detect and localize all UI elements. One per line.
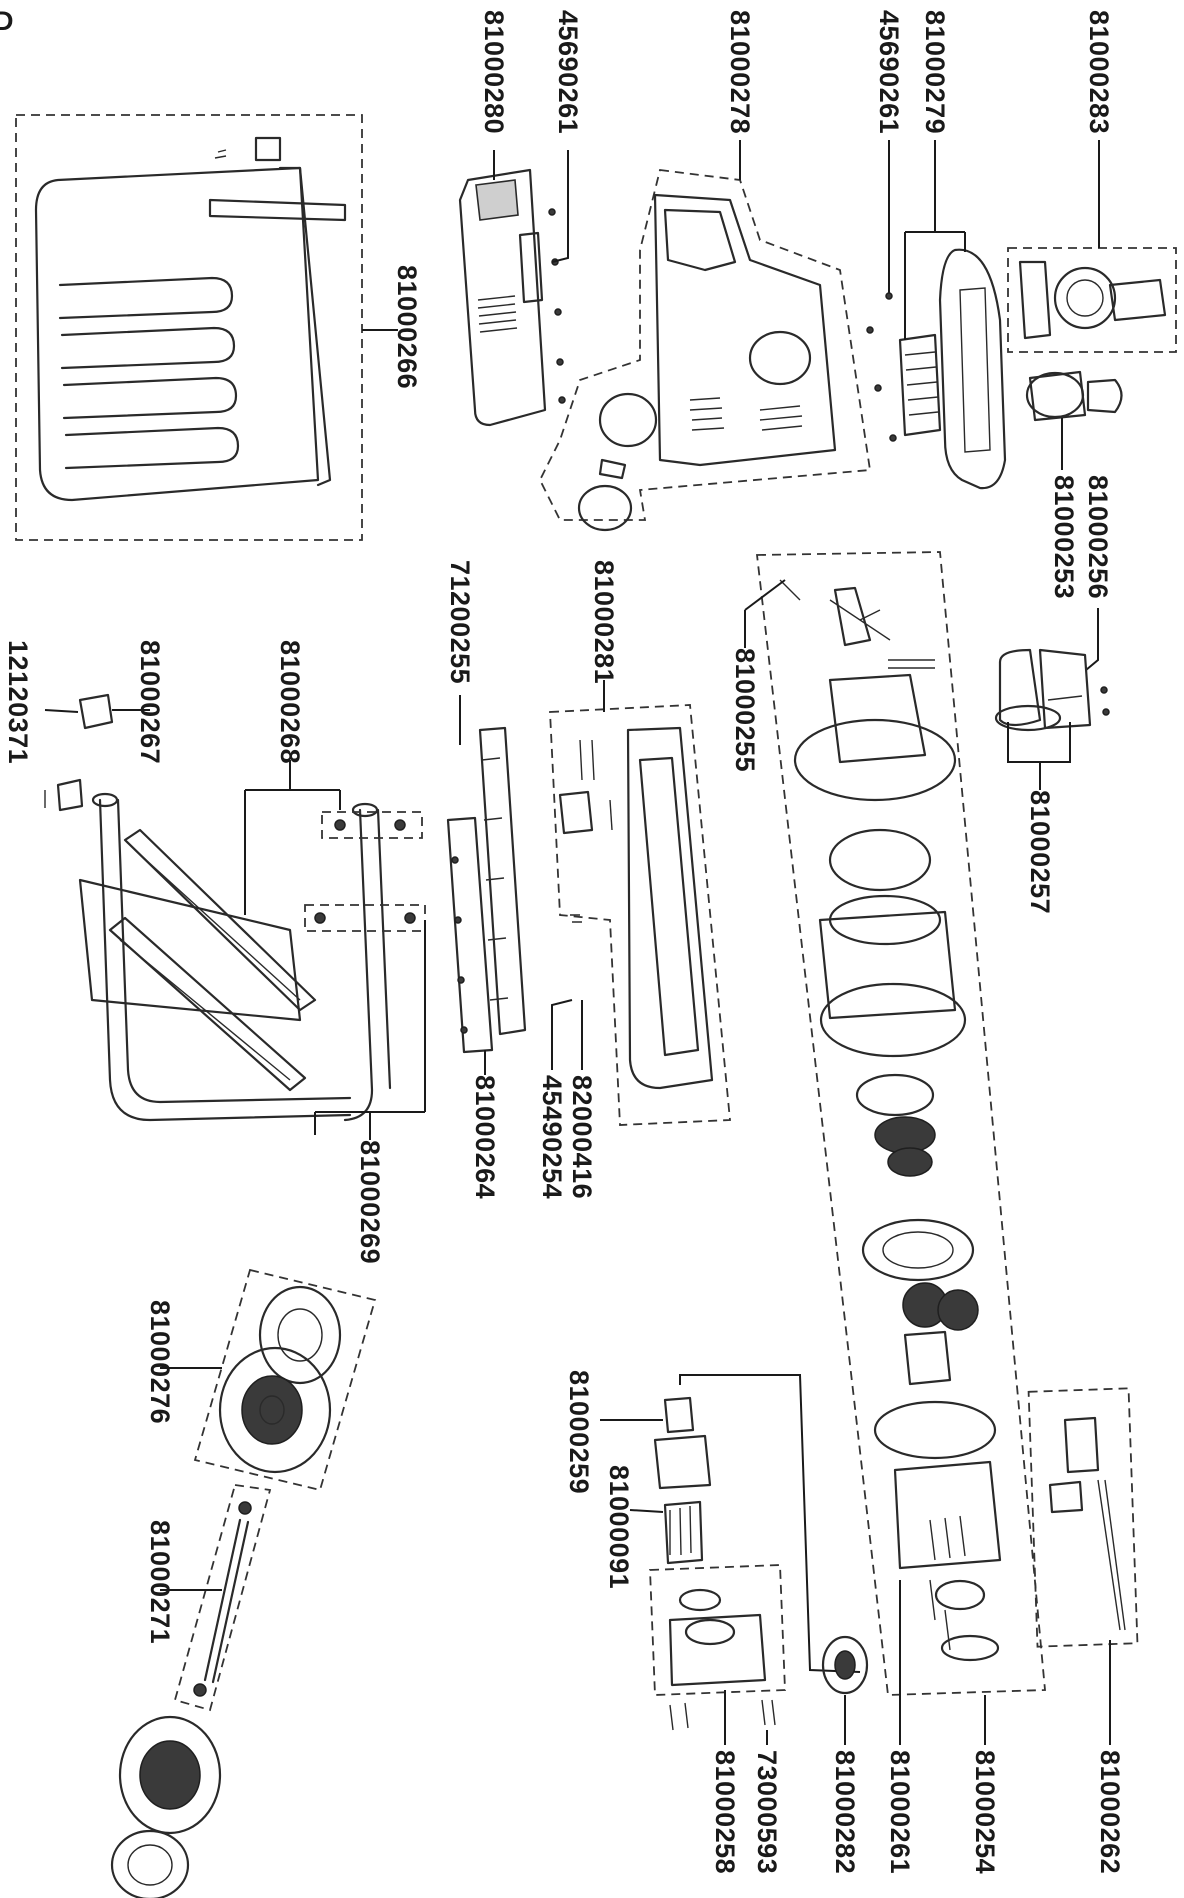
label-45690261-b: 45690261: [874, 10, 904, 134]
control-panel-part: [898, 248, 1007, 490]
label-81000258: 81000258: [710, 1750, 740, 1874]
wiring-harness-group: [1027, 1387, 1139, 1648]
recoil-starter-group: [1007, 247, 1177, 353]
label-81000267: 81000267: [135, 640, 165, 764]
label-81000280: 81000280: [479, 10, 509, 134]
leader-12120371: [44, 709, 79, 713]
label-81000283: 81000283: [1084, 10, 1114, 134]
leader-81000256: [1085, 608, 1099, 671]
leader-81000269: [314, 920, 426, 1140]
label-81000278: 81000278: [725, 10, 755, 134]
top-cover-part: [458, 168, 566, 427]
label-81000257: 81000257: [1025, 790, 1055, 914]
label-12120371: 12120371: [3, 640, 33, 764]
axle-group: [173, 1483, 272, 1712]
label-82000416: 82000416: [567, 1075, 597, 1199]
fuel-tank-group: [15, 114, 363, 541]
engine-alternator-group: [755, 551, 1046, 1696]
wheel-front-group: [193, 1268, 377, 1492]
label-81000279: 81000279: [920, 10, 950, 134]
leader-81000091: [629, 1509, 664, 1513]
label-73000593: 73000593: [752, 1750, 782, 1874]
label-81000276: 81000276: [145, 1300, 175, 1424]
handle-grips-part: [44, 693, 114, 812]
label-81000268: 81000268: [275, 640, 305, 764]
label-81000271: 81000271: [145, 1520, 175, 1644]
frame-group: [78, 792, 426, 1122]
label-81000264: 81000264: [470, 1075, 500, 1199]
wheel-rear-group: [110, 1715, 222, 1898]
side-panel-group: [538, 169, 872, 532]
label-81000256: 81000256: [1083, 475, 1113, 599]
label-81000091: 81000091: [604, 1465, 634, 1589]
corner-mark: D: [0, 6, 14, 36]
label-81000262: 81000262: [1095, 1750, 1125, 1874]
label-71200255: 71200255: [445, 560, 475, 684]
label-81000259: 81000259: [564, 1370, 594, 1494]
label-81000282: 81000282: [830, 1750, 860, 1874]
base-plate-part: [446, 726, 527, 1054]
leader-81000268: [244, 760, 341, 915]
leader-81000279: [904, 140, 966, 340]
leader-81000257: [1007, 722, 1071, 790]
label-81000281: 81000281: [589, 560, 619, 684]
label-45490254: 45490254: [537, 1075, 567, 1199]
leader-45490254: [551, 999, 573, 1070]
leader-45690261-a: [551, 150, 569, 263]
label-45690261-a: 45690261: [553, 10, 583, 134]
label-81000253: 81000253: [1049, 475, 1079, 599]
label-81000261: 81000261: [885, 1750, 915, 1874]
label-81000254: 81000254: [970, 1750, 1000, 1874]
label-81000255: 81000255: [730, 648, 760, 772]
air-filter-part: [994, 648, 1110, 732]
battery-tray-group: [549, 704, 731, 1126]
fuel-cap-part: [1025, 370, 1123, 422]
fuel-system-group: [649, 1374, 869, 1731]
label-81000269: 81000269: [355, 1140, 385, 1264]
label-81000266: 81000266: [392, 265, 422, 389]
